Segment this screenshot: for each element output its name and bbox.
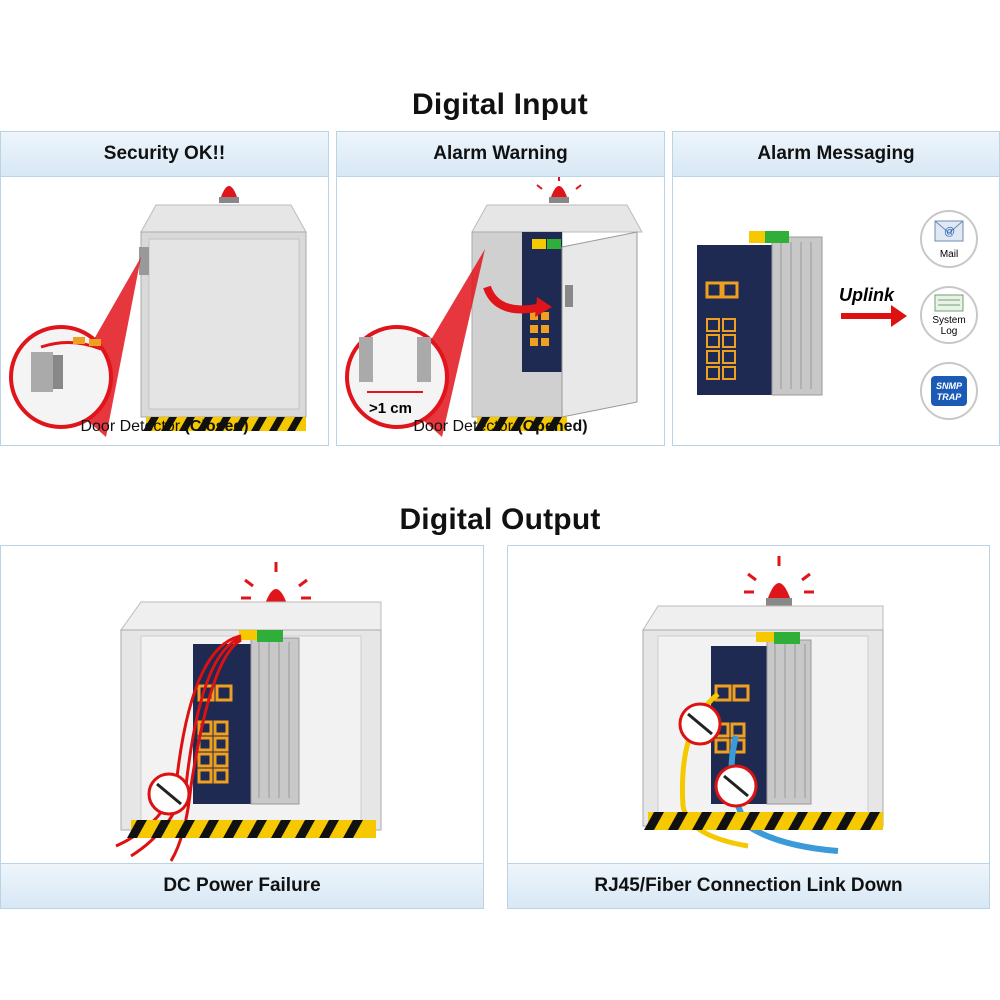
switch-device <box>697 231 823 396</box>
system-log-label-line2: Log <box>941 326 958 337</box>
panel-heading: Alarm Messaging <box>673 132 999 177</box>
snmp-label-line2: TRAP <box>937 392 962 402</box>
mail-label: Mail <box>940 249 958 260</box>
svg-text:@: @ <box>944 226 955 238</box>
alarm-messaging-illustration: Uplink @ Mail System Log SNMP TRAP <box>697 210 978 420</box>
gap-label: >1 cm <box>369 400 412 417</box>
panel-heading: Alarm Warning <box>337 132 664 177</box>
panel-heading: RJ45/Fiber Connection Link Down <box>508 863 989 908</box>
panel-heading: DC Power Failure <box>1 863 483 908</box>
panel-heading: Security OK!! <box>1 132 328 177</box>
system-log-icon: System Log <box>920 286 978 344</box>
cabinet-door <box>561 231 638 418</box>
system-log-label-line1: System <box>932 315 965 326</box>
hazard-stripe <box>644 812 883 830</box>
digital-input-title: Digital Input <box>412 88 588 121</box>
door-detector-caption: Door Detector (Opened) <box>413 418 588 435</box>
closed-door-illustration <box>9 186 307 437</box>
snmp-label-line1: SNMP <box>936 381 963 391</box>
uplink-arrow-icon <box>841 305 907 327</box>
mail-icon: @ Mail <box>920 210 978 268</box>
alarm-beacon-icon <box>744 556 814 606</box>
dc-power-illustration <box>115 562 382 862</box>
panel-dc-power-failure: DC Power Failure <box>0 545 484 909</box>
panel-alarm-warning: Alarm Warning <box>336 131 665 446</box>
switch-device <box>193 630 300 805</box>
hazard-stripe <box>127 820 376 838</box>
link-down-illustration <box>642 556 884 854</box>
hazard-stripe <box>474 417 567 431</box>
uplink-label: Uplink <box>839 285 895 305</box>
digital-output-title: Digital Output <box>399 503 601 536</box>
panel-security-ok: Security OK!! Doo <box>0 131 329 446</box>
snmp-trap-icon: SNMP TRAP <box>920 362 978 420</box>
hazard-stripe <box>143 417 306 431</box>
panel-alarm-messaging: Alarm Messaging Uplink <box>672 131 1000 446</box>
alarm-beacon-icon <box>536 177 582 203</box>
alarm-beacon-icon <box>219 186 239 203</box>
opened-door-illustration: >1 cm <box>345 177 643 437</box>
door-detector-caption: Door Detector (Closed) <box>80 418 249 435</box>
panel-link-down: RJ45/Fiber Connection Link Down <box>507 545 990 909</box>
